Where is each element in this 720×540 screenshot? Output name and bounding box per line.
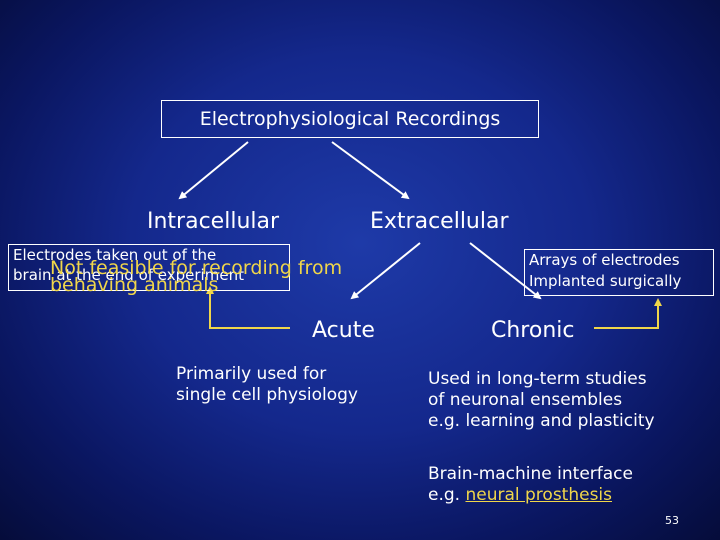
callout-chronic-to-note — [594, 298, 662, 329]
intracellular-note-box: Electrodes taken out of the brain at the… — [8, 244, 290, 291]
extracellular-label: Extracellular — [370, 209, 509, 234]
callout-acute-to-note — [206, 286, 290, 329]
chronic-description-line-2: of neuronal ensembles — [428, 390, 623, 410]
bmi-description: Brain-machine interface e.g. neural pros… — [428, 464, 633, 506]
intracellular-note-line-1: Electrodes taken out of the — [13, 246, 217, 264]
chronic-description-line-3: e.g. learning and plasticity — [428, 411, 655, 431]
bmi-line-2: e.g. neural prosthesis — [428, 485, 633, 506]
arrow-title-to-intracellular — [178, 141, 249, 200]
arrow-title-to-extracellular — [331, 141, 410, 200]
overlay-note: Not feasible for recording from behaving… — [50, 257, 343, 296]
acute-label: Acute — [312, 318, 375, 343]
acute-description-line-1: Primarily used for — [176, 364, 327, 384]
extracellular-note-line-1: Arrays of electrodes — [529, 251, 680, 269]
chronic-label: Chronic — [491, 318, 575, 343]
intracellular-note-line-2: brain at the end of experiment — [13, 266, 244, 284]
overlay-note-line-2: behaving animals — [50, 274, 219, 296]
overlay-note-line-1: Not feasible for recording from — [50, 257, 343, 279]
acute-description: Primarily used for single cell physiolog… — [176, 364, 358, 406]
bmi-line-2-prefix: e.g. — [428, 485, 461, 505]
extracellular-note-box: Arrays of electrodes Implanted surgicall… — [524, 249, 714, 296]
arrow-extracellular-to-acute — [350, 242, 421, 300]
diagram-title: Electrophysiological Recordings — [161, 100, 539, 138]
chronic-description-line-1: Used in long-term studies — [428, 369, 647, 389]
arrow-extracellular-to-chronic — [469, 242, 542, 300]
chronic-description: Used in long-term studies of neuronal en… — [428, 369, 655, 432]
bmi-line-1: Brain-machine interface — [428, 464, 633, 484]
extracellular-note-line-2: Implanted surgically — [529, 272, 682, 290]
intracellular-label: Intracellular — [147, 209, 280, 234]
acute-description-line-2: single cell physiology — [176, 385, 358, 405]
page-number: 53 — [665, 514, 679, 527]
neural-prosthesis-link[interactable]: neural prosthesis — [465, 485, 613, 505]
